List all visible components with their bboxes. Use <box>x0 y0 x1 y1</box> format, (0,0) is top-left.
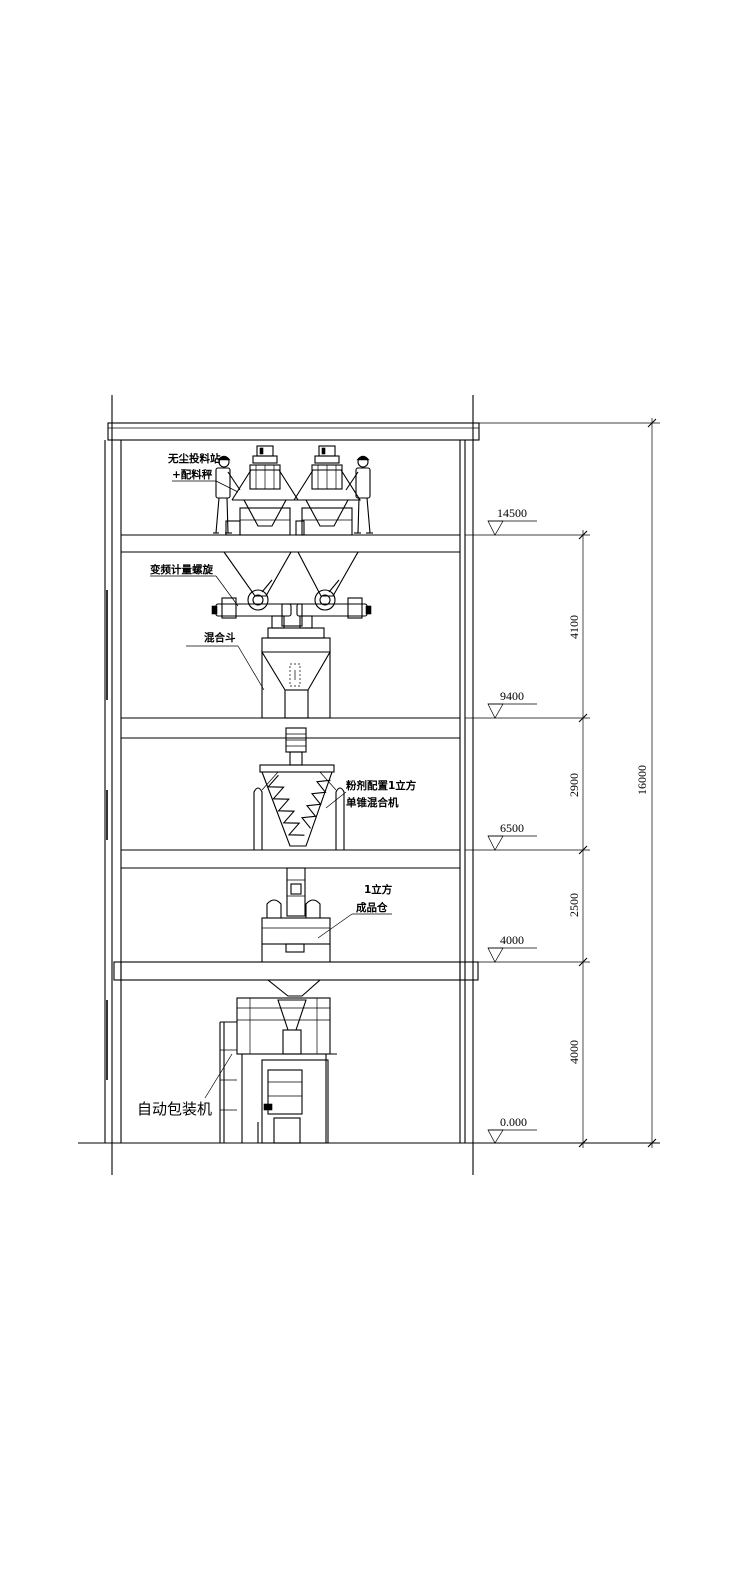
svg-text:14500: 14500 <box>497 506 527 520</box>
roof-beam <box>107 422 480 441</box>
dimension-4100: 4100 <box>567 615 581 639</box>
elevation-marker-9400: 9400 <box>487 689 537 719</box>
floor-4000 <box>113 961 479 981</box>
elevation-markers: 14500 9400 6500 4000 0.000 <box>487 506 537 1144</box>
feeding-station-label-line2: +配料秤 <box>172 468 213 481</box>
elevation-marker-14500: 14500 <box>487 506 537 536</box>
mixer-screw-left <box>267 774 305 836</box>
access-stair <box>219 1021 237 1143</box>
product-bin-label-line1: 1立方 <box>364 883 393 896</box>
elevation-marker-4000: 4000 <box>487 933 537 963</box>
elevation-marker-6500: 6500 <box>487 821 537 851</box>
feeding-station-label-line1: 无尘投料站 <box>167 452 221 465</box>
product-bin-label-line2: 成品仓 <box>356 901 388 914</box>
dimension-16000: 16000 <box>635 765 649 795</box>
worker-right <box>345 455 373 534</box>
mixer-screw-right <box>300 779 331 829</box>
hopper-cone-right <box>297 551 359 597</box>
metering-screw-label: 变频计量螺旋 <box>150 563 213 576</box>
svg-text:9400: 9400 <box>500 689 524 703</box>
packing-machine-label: 自动包装机 <box>137 1100 212 1118</box>
dimension-2500: 2500 <box>567 893 581 917</box>
dimension-lines: 4100 2900 2500 4000 16000 <box>465 418 660 1148</box>
svg-text:4000: 4000 <box>500 933 524 947</box>
svg-text:6500: 6500 <box>500 821 524 835</box>
packing-machine <box>236 997 337 1144</box>
svg-text:0.000: 0.000 <box>500 1115 527 1129</box>
mixer-label-line2: 单锥混合机 <box>346 796 399 809</box>
worker-left <box>213 455 241 534</box>
elevation-marker-0: 0.000 <box>487 1115 537 1144</box>
hopper-cone-left <box>222 551 292 597</box>
product-bin <box>261 867 331 997</box>
feeding-station-left <box>225 445 299 536</box>
feeding-station-right <box>293 445 361 536</box>
mixing-hopper <box>261 627 331 719</box>
floor-6500 <box>121 849 460 869</box>
mixing-hopper-label: 混合斗 <box>204 631 236 644</box>
floor-14500 <box>121 534 460 553</box>
mixer-label-line1: 粉剂配置1立方 <box>346 779 417 792</box>
metering-screw-assembly <box>211 551 372 629</box>
dimension-4000: 4000 <box>567 1040 581 1064</box>
single-cone-mixer <box>253 727 345 850</box>
dimension-2900: 2900 <box>567 773 581 797</box>
